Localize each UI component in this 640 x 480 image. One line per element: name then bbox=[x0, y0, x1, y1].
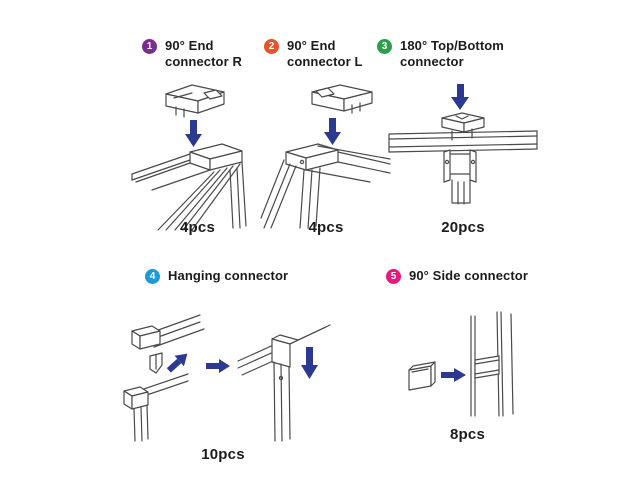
panel-3-label-line2: connector bbox=[400, 53, 464, 69]
step-3-badge: 3 bbox=[377, 39, 392, 54]
down-arrow-icon bbox=[324, 118, 341, 145]
right-arrow-icon bbox=[441, 368, 466, 382]
panel-3-header: 3 180° Top/Bottom connector bbox=[377, 38, 504, 69]
hanging-connector-illustration bbox=[123, 314, 331, 442]
frame-parts-separated-drawing bbox=[123, 314, 205, 442]
panel-2-label-line2: connector L bbox=[287, 53, 363, 69]
down-arrow-icon bbox=[301, 347, 318, 379]
step-5-badge: 5 bbox=[386, 269, 401, 284]
end-connector-r-illustration bbox=[131, 84, 247, 231]
frame-corner-drawing bbox=[131, 143, 247, 231]
right-arrow-icon bbox=[206, 359, 230, 373]
frame-parts-joined-drawing bbox=[237, 324, 331, 442]
step-4-badge: 4 bbox=[145, 269, 160, 284]
panel-5-label: 90° Side connector bbox=[409, 268, 528, 284]
panel-2-label: 90° End connector L bbox=[287, 38, 363, 69]
step-2-badge: 2 bbox=[264, 39, 279, 54]
rail-and-post-drawing bbox=[388, 130, 538, 205]
vertical-rails-drawing bbox=[470, 311, 514, 417]
frame-corner-drawing bbox=[260, 143, 391, 229]
step-1-badge: 1 bbox=[142, 39, 157, 54]
panel-1-label: 90° End connector R bbox=[165, 38, 242, 69]
top-bottom-connector-illustration bbox=[388, 84, 538, 205]
panel-4-label-line1: Hanging connector bbox=[168, 268, 289, 283]
panel-4-label: Hanging connector bbox=[168, 268, 288, 284]
panel-1-count: 4pcs bbox=[180, 219, 215, 236]
connector-part-drawing bbox=[311, 84, 373, 114]
panel-2-label-line1: 90° End bbox=[287, 38, 336, 53]
down-arrow-icon bbox=[185, 120, 202, 147]
panel-5-count: 8pcs bbox=[450, 426, 485, 443]
panel-1-header: 1 90° End connector R bbox=[142, 38, 242, 69]
side-connector-illustration bbox=[408, 311, 514, 417]
panel-4-header: 4 Hanging connector bbox=[145, 268, 288, 284]
panel-4-count: 10pcs bbox=[201, 446, 245, 463]
plate-part-drawing bbox=[408, 361, 436, 391]
clamp-part-drawing bbox=[441, 112, 485, 141]
end-connector-l-illustration bbox=[260, 84, 391, 229]
panel-3-count: 20pcs bbox=[441, 219, 485, 236]
panel-5-header: 5 90° Side connector bbox=[386, 268, 528, 284]
panel-2-header: 2 90° End connector L bbox=[264, 38, 363, 69]
panel-1-label-line1: 90° End bbox=[165, 38, 214, 53]
down-arrow-icon bbox=[451, 84, 469, 110]
panel-3-label: 180° Top/Bottom connector bbox=[400, 38, 504, 69]
panel-1-label-line2: connector R bbox=[165, 53, 242, 69]
up-right-arrow-icon bbox=[166, 353, 188, 373]
connector-part-drawing bbox=[165, 84, 225, 118]
panel-3-label-line1: 180° Top/Bottom bbox=[400, 38, 504, 53]
panel-2-count: 4pcs bbox=[308, 219, 344, 236]
panel-5-label-line1: 90° Side connector bbox=[409, 268, 528, 283]
